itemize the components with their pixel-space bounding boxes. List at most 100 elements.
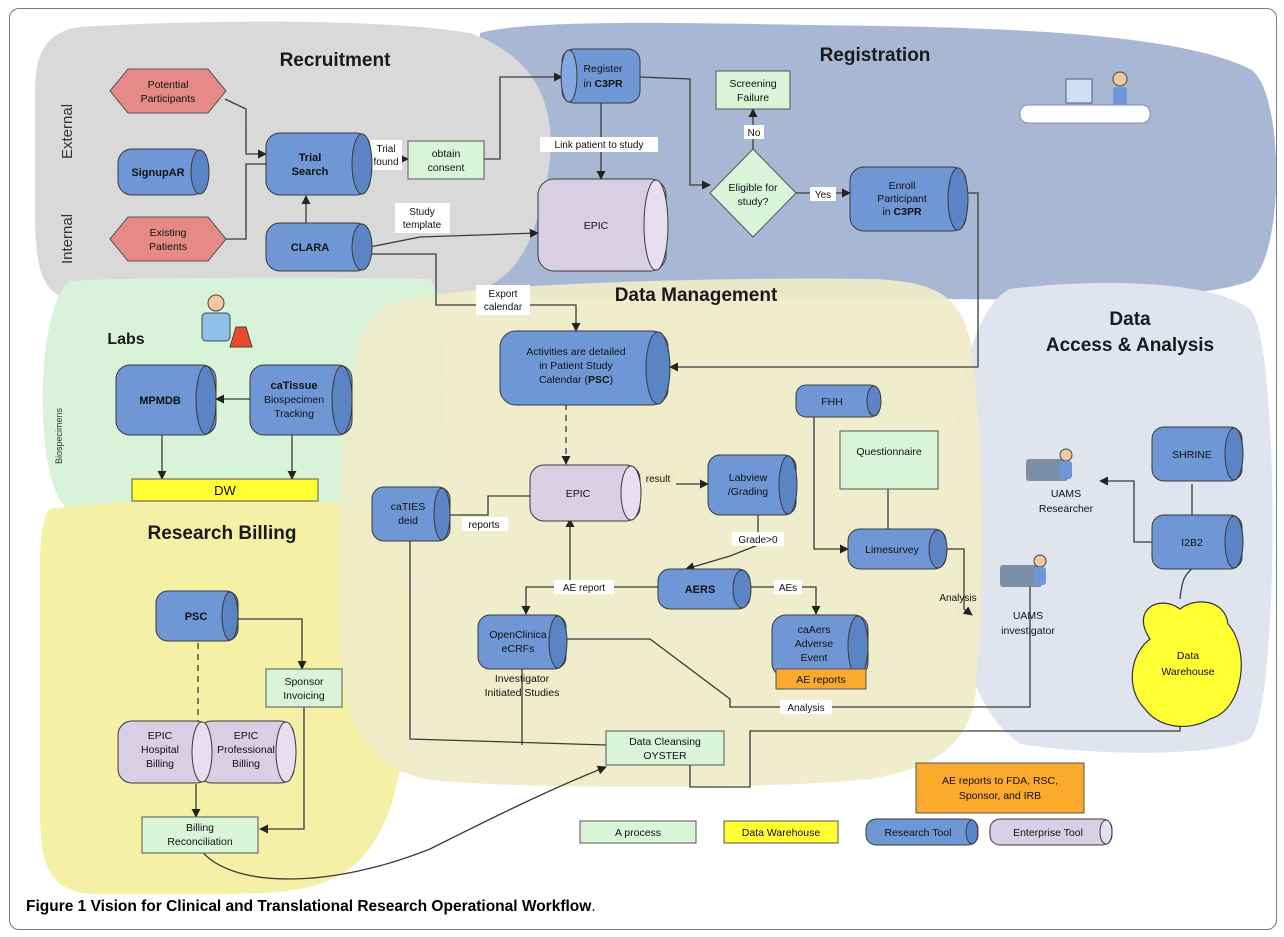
sponsor-invoicing-node: Sponsor Invoicing [265,668,343,708]
data-access-title-line2: Access & Analysis [1046,335,1214,356]
mpmdb-label: MPMDB [139,395,181,407]
biospecimens-side-label: Biospecimens [54,407,64,464]
existing-patients-line1: Existing [150,227,187,239]
billing-region [40,500,412,894]
caaers-node: caAers Adverse Event [771,614,869,678]
questionnaire-label: Questionnaire [856,446,922,458]
edge-label-reports: reports [468,520,499,531]
sponsor-invoicing-line1: Sponsor [284,676,324,688]
activities-psc-node: Activities are detailed in Patient Study… [499,330,671,406]
data-warehouse-node: Data Warehouse [1131,601,1242,727]
labview-line2: /Grading [728,486,768,498]
potential-participants-line2: Participants [141,93,196,105]
caties-line1: caTIES [391,501,425,513]
epic-top-node: EPIC [537,178,669,272]
limesurvey-label: Limesurvey [865,544,919,556]
figure-caption-text: Vision for Clinical and Translational Re… [90,898,592,915]
epic-professional-billing-node: EPIC Professional Billing [191,720,297,784]
lab-scientist-icon [201,294,253,348]
edge-label-link-patient: Link patient to study [555,140,644,151]
billing-reconciliation-node: Billing Reconciliation [141,816,259,854]
epic-professional-line3: Billing [232,758,260,770]
i2b2-label: I2B2 [1181,537,1203,549]
epic-hospital-line1: EPIC [148,730,173,742]
epic-hospital-line2: Hospital [141,744,179,756]
data-cleansing-line1: Data Cleansing [629,736,701,748]
legend-research-tool: Research Tool [865,818,979,846]
potential-participants-node: Potential Participants [109,68,227,114]
edge-label-study-template-1: Study [409,207,435,218]
questionnaire-node: Questionnaire [839,430,939,490]
billing-reconciliation-line2: Reconciliation [167,836,233,848]
edge-label-export-calendar-1: Export [489,289,518,300]
figure-label: Figure 1 [26,898,87,915]
obtain-consent-node: obtain consent [407,140,485,180]
enroll-line2: Participant [877,193,927,205]
signupar-label: SignupAR [131,167,184,179]
uams-investigator-line1: UAMS [1013,610,1043,622]
catissue-line2: Biospecimen [264,394,324,406]
trial-search-line2: Search [292,166,329,178]
edge-label-result: result [646,474,671,485]
eligible-line1: Eligible for [728,182,778,194]
ae-reports-label: AE reports [796,674,846,686]
legend-enterprise-tool-label: Enterprise Tool [1013,827,1083,839]
epic-professional-line2: Professional [217,744,275,756]
aers-node: AERS [657,568,752,610]
obtain-consent-line2: consent [428,162,465,174]
activities-line3: Calendar (PSC) [539,374,613,386]
research-billing-title: Research Billing [148,523,297,544]
caaers-line3: Event [801,652,828,664]
catissue-line3: Tracking [274,408,314,420]
epic-mid-label: EPIC [566,488,591,500]
recruitment-title: Recruitment [280,50,392,71]
figure-frame: Recruitment Registration Data Management… [9,8,1277,930]
trial-search-node: Trial Search [265,132,373,196]
openclinica-node: OpenClinica eCRFs [477,614,568,670]
clara-label: CLARA [291,242,330,254]
labview-line1: Labview [729,472,768,484]
data-cleansing-node: Data Cleansing OYSTER [605,730,725,766]
psc-label: PSC [185,611,208,623]
existing-patients-node: Existing Patients [109,216,227,262]
uams-investigator-line2: investigator [1001,625,1055,637]
register-c3pr-line2: in C3PR [583,78,623,90]
fhh-node: FHH [795,384,882,418]
uams-researcher-line1: UAMS [1051,488,1081,500]
openclinica-line2: eCRFs [502,643,535,655]
enroll-line1: Enroll [889,180,916,192]
edge-label-trial-found-1: Trial [376,144,395,155]
catissue-line1: caTissue [271,380,318,392]
psc-node: PSC [155,590,239,642]
activities-line2: in Patient Study [539,360,613,372]
enroll-participant-node: Enroll Participant in C3PR [849,166,969,232]
fhh-label: FHH [821,396,843,408]
uams-investigator-icon [1000,554,1047,587]
ae-reports-fda-line1: AE reports to FDA, RSC, [942,775,1058,787]
caties-line2: deid [398,515,418,527]
data-cleansing-line2: OYSTER [643,750,687,762]
caties-node: caTIES deid [371,486,451,542]
screening-failure-line2: Failure [737,92,769,104]
uams-researcher-icon [1026,448,1073,481]
shrine-node: SHRINE [1151,426,1244,482]
screening-failure-node: Screening Failure [715,70,791,110]
dw-label: DW [214,483,236,498]
legend-data-warehouse: Data Warehouse [723,820,839,844]
ae-reports-fda-box: AE reports to FDA, RSC, Sponsor, and IRB [915,762,1085,814]
existing-patients-line2: Patients [149,241,187,253]
edge-label-ae-report: AE report [563,583,605,594]
legend-process: A process [579,820,697,844]
registration-clerk-icon [1019,71,1151,124]
edge-label-analysis-bottom: Analysis [787,703,824,714]
legend-enterprise-tool: Enterprise Tool [989,818,1113,846]
legend-research-tool-label: Research Tool [885,827,952,839]
ae-reports-fda-line2: Sponsor, and IRB [959,790,1041,802]
register-c3pr-line1: Register [583,63,623,75]
data-warehouse-line1: Data [1177,650,1199,662]
edge-label-no: No [748,128,761,139]
epic-mid-node: EPIC [529,464,642,522]
labs-title: Labs [107,331,144,348]
eligible-decision-node: Eligible for study? [709,148,797,238]
limesurvey-node: Limesurvey [847,528,948,570]
